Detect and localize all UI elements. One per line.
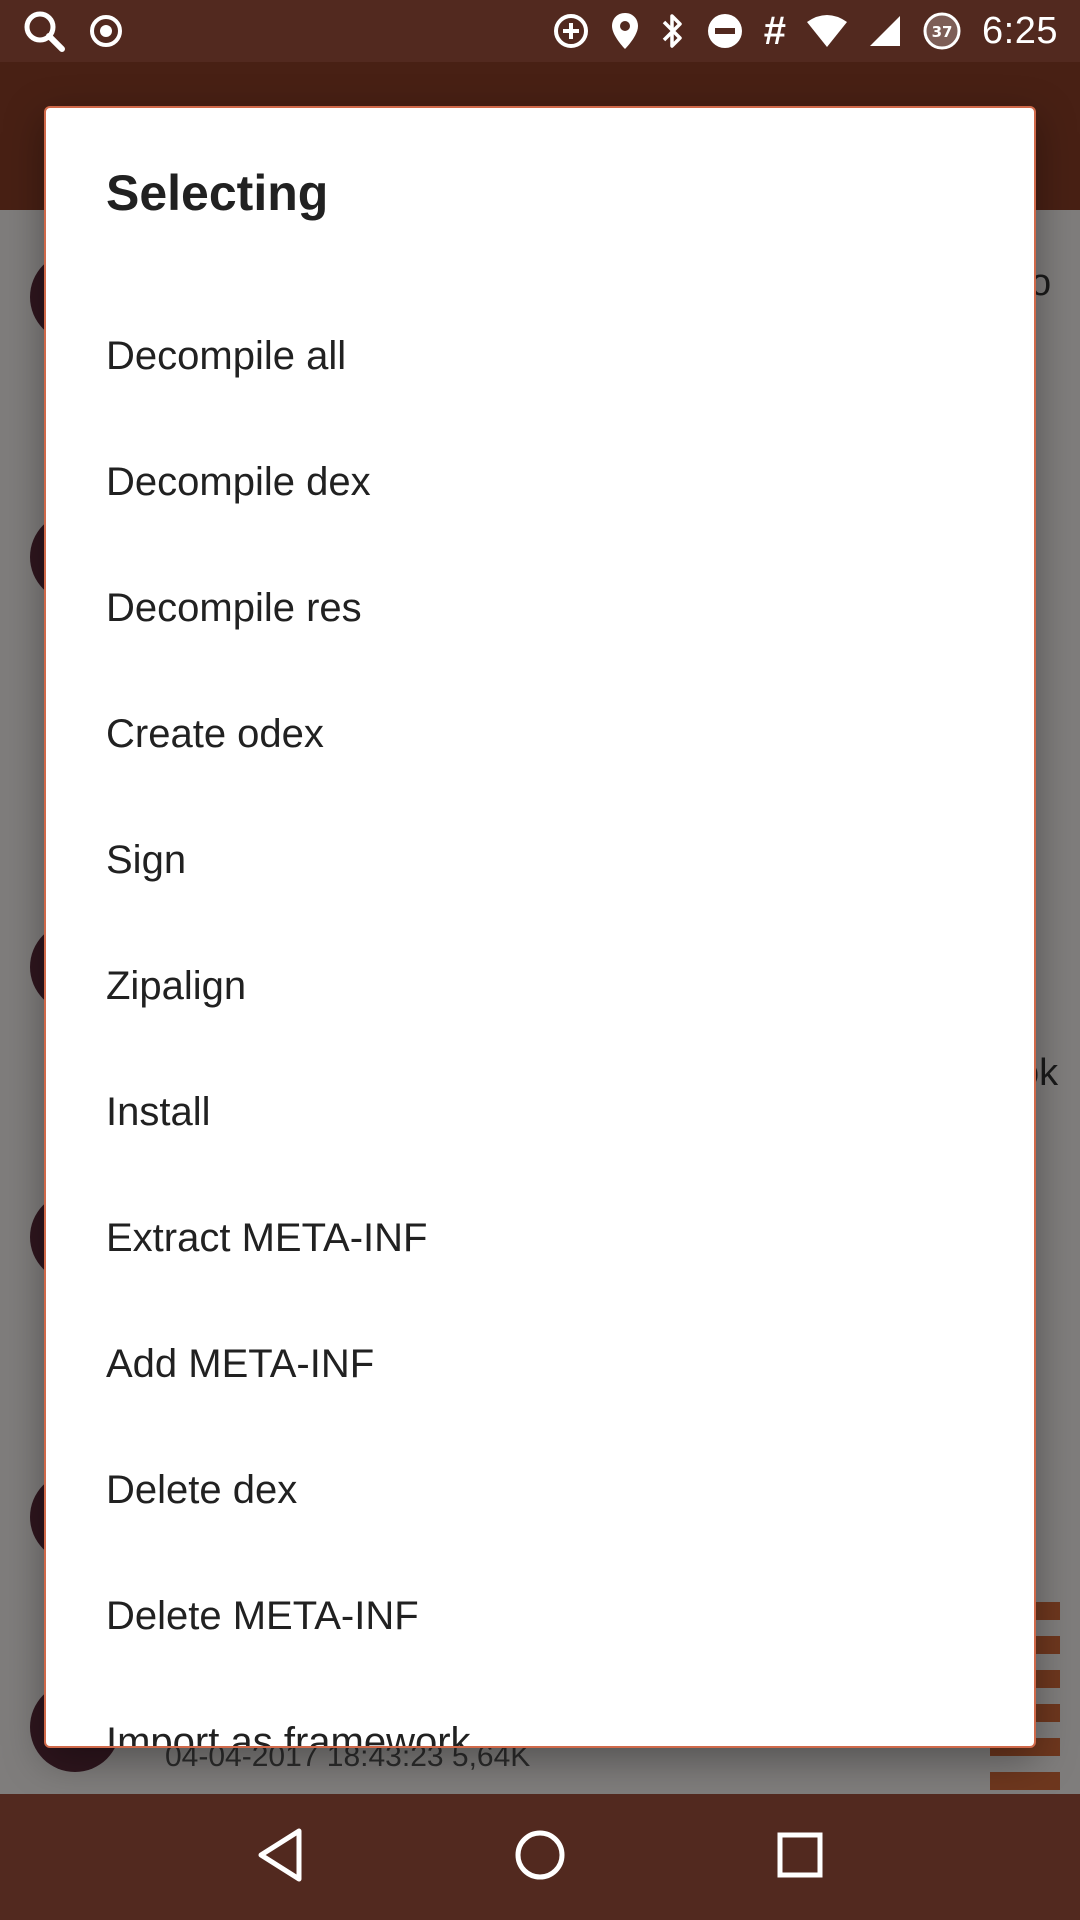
menu-item-delete-meta-inf[interactable]: Delete META-INF — [106, 1593, 419, 1638]
target-icon — [88, 13, 124, 49]
menu-item-decompile-dex[interactable]: Decompile dex — [106, 459, 371, 504]
signal-icon — [868, 14, 902, 48]
location-icon — [610, 11, 640, 51]
menu-item-sign[interactable]: Sign — [106, 837, 187, 882]
back-icon — [255, 1827, 305, 1888]
battery-level-text: 37 — [932, 23, 953, 41]
menu-item-decompile-res[interactable]: Decompile res — [106, 585, 362, 630]
data-saver-icon — [552, 12, 590, 50]
menu-item-import-as-framework[interactable]: Import as framework — [106, 1719, 471, 1748]
menu-item-delete-dex[interactable]: Delete dex — [106, 1467, 298, 1512]
search-icon — [22, 9, 66, 53]
menu-item-decompile-all[interactable]: Decompile all — [106, 333, 347, 378]
status-left — [22, 9, 124, 53]
dialog-title: Selecting — [106, 165, 329, 221]
recents-icon — [776, 1831, 824, 1884]
menu-item-create-odex[interactable]: Create odex — [106, 711, 324, 756]
menu-item-extract-meta-inf[interactable]: Extract META-INF — [106, 1215, 428, 1260]
hash-icon: # — [763, 9, 787, 53]
dialog-menu-list: Decompile all Decompile dex Decompile re… — [46, 293, 1034, 1748]
selecting-dialog: Selecting Decompile all Decompile dex De… — [44, 106, 1036, 1748]
back-button[interactable] — [230, 1807, 330, 1907]
home-button[interactable] — [490, 1807, 590, 1907]
status-right: # 37 6:25 — [552, 10, 1058, 53]
menu-item-zipalign[interactable]: Zipalign — [106, 963, 247, 1008]
status-time: 6:25 — [982, 9, 1058, 52]
bluetooth-icon — [660, 11, 686, 51]
status-bar: # 37 6:25 — [0, 0, 1080, 62]
navigation-bar — [0, 1794, 1080, 1920]
do-not-disturb-icon — [706, 12, 744, 50]
wifi-icon — [806, 14, 848, 48]
battery-icon: 37 — [922, 11, 962, 51]
recents-button[interactable] — [750, 1807, 850, 1907]
menu-item-add-meta-inf[interactable]: Add META-INF — [106, 1341, 375, 1386]
home-icon — [513, 1828, 567, 1887]
menu-item-install[interactable]: Install — [106, 1089, 211, 1134]
